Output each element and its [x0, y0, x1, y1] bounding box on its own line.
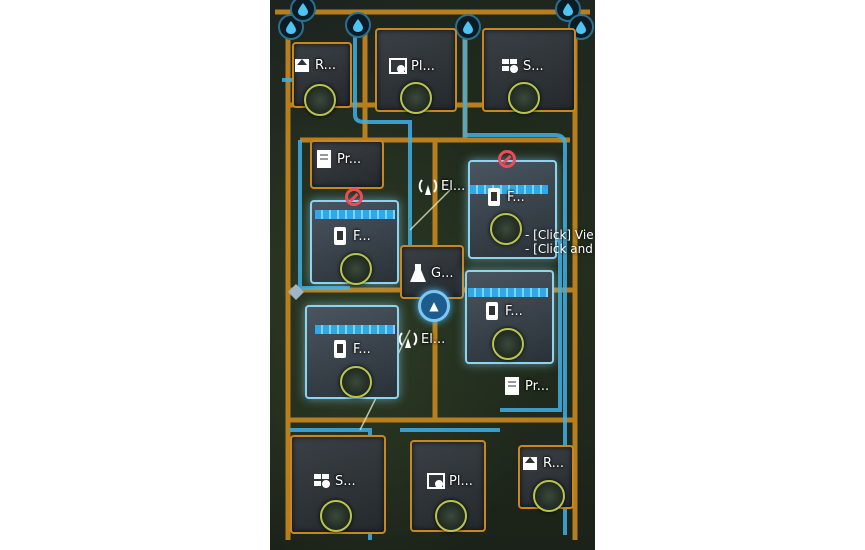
prefab-right-label[interactable]: Pr...	[502, 375, 549, 397]
workplace-ring[interactable]	[508, 82, 540, 114]
workplace-ring[interactable]	[320, 500, 352, 532]
resource-depot-top-label[interactable]: R...	[292, 54, 336, 76]
factory-lower-right-label[interactable]: F...	[482, 300, 523, 322]
resource-depot-icon	[520, 452, 540, 474]
prefab-left-label[interactable]: Pr...	[314, 148, 361, 170]
factory-icon	[484, 186, 504, 208]
water-icon	[345, 12, 371, 38]
factory-icon	[330, 225, 350, 247]
game-viewport[interactable]: ▲ R... Pl... S... Pr... F... F... El... …	[270, 0, 595, 550]
disabled-icon	[345, 188, 363, 206]
hothouse-icon	[426, 470, 446, 492]
hint-line: - [Click] Vie	[525, 228, 594, 242]
workplace-ring[interactable]	[533, 480, 565, 512]
workplace-ring[interactable]	[492, 328, 524, 360]
workplace-ring[interactable]	[304, 84, 336, 116]
signal-relay-upper-label[interactable]: El...	[418, 175, 465, 197]
signal-relay-icon	[398, 328, 418, 350]
workplace-ring[interactable]	[340, 366, 372, 398]
storage-bottom-label[interactable]: S...	[312, 470, 356, 492]
resource-depot-bottom-label[interactable]: R...	[520, 452, 564, 474]
factory-upper-right-label[interactable]: F...	[484, 186, 525, 208]
factory-icon	[482, 300, 502, 322]
hothouse-top-label[interactable]: Pl...	[388, 55, 435, 77]
workplace-ring[interactable]	[340, 253, 372, 285]
generator-core-icon[interactable]: ▲	[418, 290, 450, 322]
click-hint-tooltip: - [Click] Vie - [Click and	[525, 228, 594, 256]
workplace-ring[interactable]	[400, 82, 432, 114]
generator-icon	[408, 262, 428, 284]
factory-upper-left-label[interactable]: F...	[330, 225, 371, 247]
heat-indicator	[468, 288, 548, 297]
prefab-icon	[314, 148, 334, 170]
heat-indicator	[470, 185, 548, 194]
storage-icon	[312, 470, 332, 492]
prefab-icon	[502, 375, 522, 397]
signal-relay-lower-label[interactable]: El...	[398, 328, 445, 350]
heat-indicator	[315, 210, 395, 219]
hint-line: - [Click and	[525, 242, 593, 256]
hothouse-bottom-label[interactable]: Pl...	[426, 470, 473, 492]
water-icon	[455, 14, 481, 40]
heat-indicator	[315, 325, 395, 334]
resource-depot-icon	[292, 54, 312, 76]
storage-top-label[interactable]: S...	[500, 55, 544, 77]
factory-lower-left-label[interactable]: F...	[330, 338, 371, 360]
generator-label[interactable]: G...	[408, 262, 453, 284]
hothouse-icon	[388, 55, 408, 77]
disabled-icon	[498, 150, 516, 168]
resource-depot-top[interactable]	[292, 42, 352, 108]
factory-icon	[330, 338, 350, 360]
signal-relay-icon	[418, 175, 438, 197]
workplace-ring[interactable]	[490, 213, 522, 245]
storage-icon	[500, 55, 520, 77]
workplace-ring[interactable]	[435, 500, 467, 532]
factory-upper-right[interactable]	[468, 160, 557, 259]
water-icon	[568, 14, 594, 40]
water-icon	[290, 0, 316, 22]
